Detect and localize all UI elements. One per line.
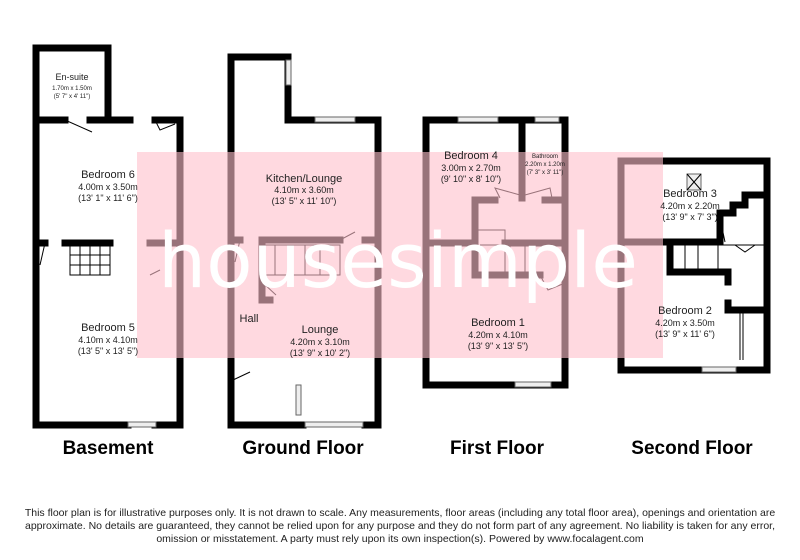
room-metric: 4.20m x 3.50m <box>655 318 715 328</box>
room-imperial: (13' 9" x 7' 3") <box>662 212 717 222</box>
room-name: En-suite <box>55 72 88 82</box>
room-name: Bedroom 5 <box>81 322 135 334</box>
room-imperial: (13' 5" x 11' 10") <box>272 196 337 206</box>
room-metric: 4.20m x 3.10m <box>290 337 350 347</box>
disclaimer: This floor plan is for illustrative purp… <box>24 507 776 545</box>
floor-title-ground: Ground Floor <box>242 438 364 459</box>
room-name: Bedroom 3 <box>663 188 717 200</box>
room-name: Kitchen/Lounge <box>266 173 342 185</box>
room-metric: 4.00m x 3.50m <box>78 182 138 192</box>
room-imperial: (9' 10" x 8' 10") <box>441 174 501 184</box>
room-metric: 2.20m x 1.20m <box>525 162 565 168</box>
room-name: Hall <box>240 313 259 325</box>
room-metric: 4.20m x 2.20m <box>660 201 720 211</box>
room-name: Bedroom 2 <box>658 305 712 317</box>
room-metric: 3.00m x 2.70m <box>441 163 501 173</box>
floor-title-first: First Floor <box>450 438 545 459</box>
floor-title-second: Second Floor <box>631 438 753 459</box>
room-imperial: (13' 1" x 11' 6") <box>78 193 138 203</box>
room-imperial: (13' 5" x 13' 5") <box>78 346 138 356</box>
room-metric: 4.10m x 3.60m <box>274 185 334 195</box>
watermark-text: housesimple <box>158 216 638 305</box>
room-imperial: (7' 3" x 3' 11") <box>527 170 563 176</box>
room-name: Bedroom 1 <box>471 317 525 329</box>
room-name: Lounge <box>302 324 339 336</box>
room-metric: 4.20m x 4.10m <box>468 330 528 340</box>
room-metric: 1.70m x 1.50m <box>52 86 92 92</box>
floor-title-basement: Basement <box>63 438 154 459</box>
room-imperial: (5' 7" x 4' 11") <box>54 94 90 100</box>
room-name: Bathroom <box>532 154 558 160</box>
room-metric: 4.10m x 4.10m <box>78 335 138 345</box>
watermark-band <box>137 152 663 358</box>
room-imperial: (13' 9" x 10' 2") <box>290 348 350 358</box>
room-name: Bedroom 6 <box>81 169 135 181</box>
room-imperial: (13' 9" x 13' 5") <box>468 341 528 351</box>
room-imperial: (13' 9" x 11' 6") <box>655 329 715 339</box>
room-name: Bedroom 4 <box>444 150 498 162</box>
basement-plan <box>32 44 184 429</box>
